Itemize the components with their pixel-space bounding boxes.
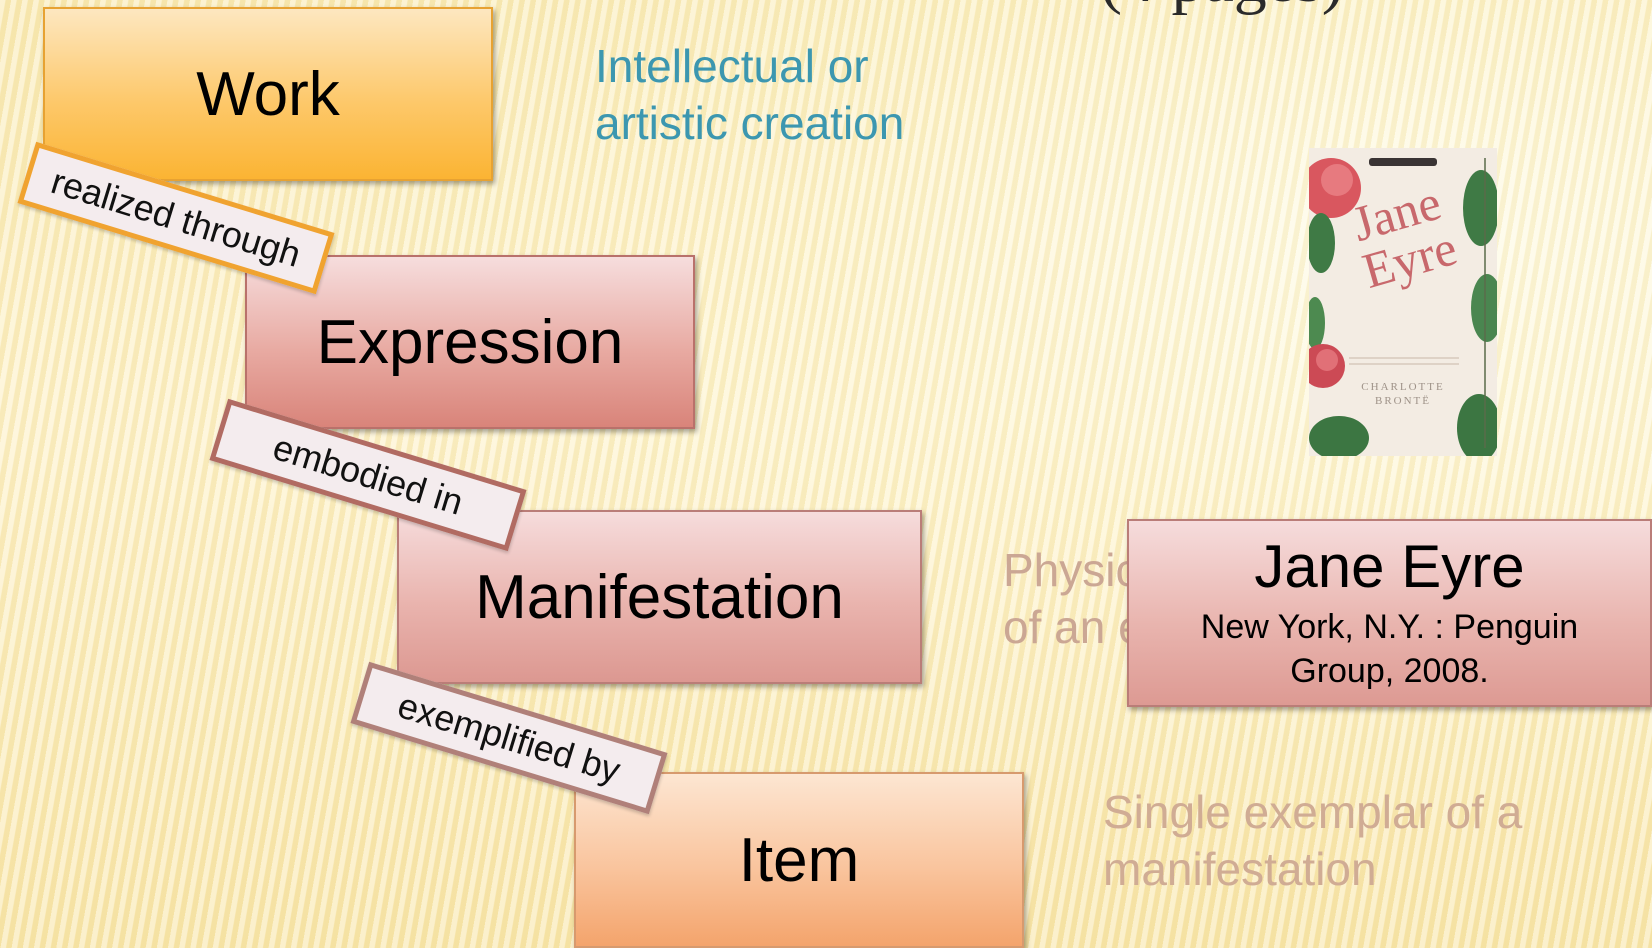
manifestation-example-box: Jane Eyre New York, N.Y. : Penguin Group… bbox=[1127, 519, 1652, 707]
relationship-label: exemplified by bbox=[393, 684, 626, 791]
book-cover-art bbox=[1309, 148, 1497, 456]
expression-entity-label: Expression bbox=[316, 307, 624, 377]
work-entity-label: Work bbox=[196, 59, 340, 129]
relationship-label: embodied in bbox=[268, 426, 468, 523]
item-entity-label: Item bbox=[738, 825, 860, 895]
expression-entity-box: Expression bbox=[245, 255, 695, 429]
work-description: Intellectual or artistic creation bbox=[595, 40, 905, 149]
item-description: Single exemplar of a manifestation bbox=[1103, 786, 1523, 895]
book-cover-author: CHARLOTTE BRONTË bbox=[1361, 381, 1445, 407]
example-publication: New York, N.Y. : Penguin Group, 2008. bbox=[1200, 608, 1579, 690]
manifestation-entity-label: Manifestation bbox=[475, 562, 844, 632]
example-title: Jane Eyre bbox=[1254, 533, 1525, 600]
relationship-exemplified-by: exemplified by bbox=[350, 661, 668, 815]
book-cover-image: Jane Eyre CHARLOTTE BRONTË bbox=[1309, 148, 1497, 456]
manifestation-entity-box: Manifestation bbox=[397, 510, 922, 684]
work-entity-box: Work bbox=[43, 7, 493, 181]
slide-title-fragment: (4 pages) bbox=[1100, 0, 1344, 18]
